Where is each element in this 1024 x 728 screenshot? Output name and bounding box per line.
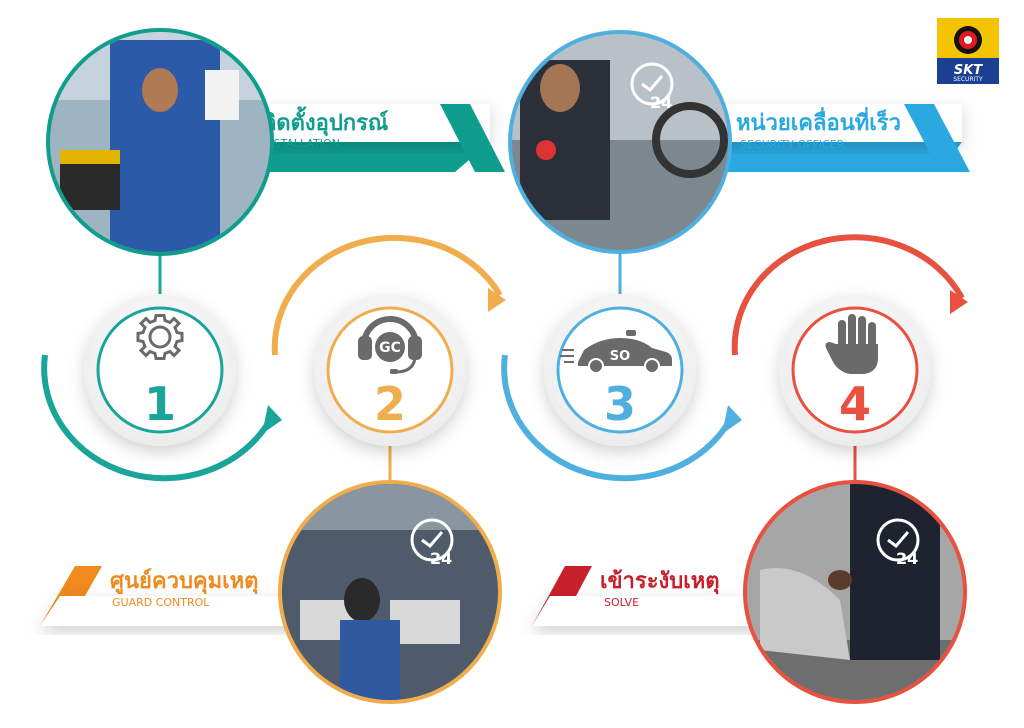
- step-1: 1: [84, 294, 236, 446]
- flow-arc-1: [41, 354, 273, 482]
- flow-arc-3: [501, 354, 733, 482]
- clock-24-icon: 24: [630, 62, 674, 112]
- security-officer-title: หน่วยเคลื่อนที่เร็ว: [736, 106, 901, 136]
- patrol-car-icon: SO: [560, 330, 672, 374]
- banner-installation: ติดตั้งอุปกรณ์ INSTALLATION: [255, 104, 505, 172]
- solve-photo: 24: [743, 480, 967, 704]
- clock-24-icon: 24: [876, 518, 920, 568]
- headset-text: GC: [379, 340, 401, 356]
- arrowhead-2: [488, 288, 506, 312]
- step-number-1: 1: [144, 377, 176, 431]
- solve-subtitle: SOLVE: [604, 596, 639, 609]
- banner-guard-control: ศูนย์ควบคุมเหตุ GUARD CONTROL: [40, 566, 300, 626]
- arrowhead-1: [262, 405, 282, 434]
- headset-gc-icon: GC: [358, 316, 422, 374]
- installation-photo: [46, 28, 274, 256]
- car-text: SO: [610, 349, 630, 364]
- clock-24-icon: 24: [410, 518, 454, 568]
- clock-badge-text: 24: [896, 549, 918, 568]
- clock-badge-text: 24: [430, 549, 452, 568]
- flow-arc-2: [271, 234, 503, 356]
- step-3: SO 3: [544, 294, 696, 446]
- arrowhead-4: [950, 290, 968, 314]
- installation-title: ติดตั้งอุปกรณ์: [262, 106, 388, 137]
- step-number-2: 2: [374, 377, 406, 431]
- guard-control-subtitle: GUARD CONTROL: [112, 596, 210, 609]
- step-number-4: 4: [839, 377, 871, 431]
- installation-subtitle: INSTALLATION: [262, 137, 340, 150]
- guard-control-photo: 24: [278, 480, 502, 704]
- step-2: GC 2: [314, 294, 466, 446]
- arrowhead-3: [722, 405, 742, 434]
- banner-security-officer: หน่วยเคลื่อนที่เร็ว SECURITY OFFICER: [718, 104, 970, 172]
- banner-solve: เข้าระงับเหตุ SOLVE: [532, 566, 760, 626]
- step-number-3: 3: [604, 377, 636, 431]
- step-4: 4: [779, 294, 931, 446]
- stop-hand-icon: [825, 314, 878, 374]
- clock-badge-text: 24: [650, 93, 672, 112]
- gear-icon: [136, 314, 184, 360]
- skt-logo: SKT SECURITY: [937, 18, 999, 84]
- logo-sub: SECURITY: [953, 76, 983, 83]
- guard-control-title: ศูนย์ควบคุมเหตุ: [110, 568, 258, 595]
- logo-name: SKT: [954, 63, 983, 78]
- solve-title: เข้าระงับเหตุ: [600, 569, 720, 595]
- security-officer-photo: 24: [508, 30, 732, 254]
- flow-arc-4: [731, 234, 965, 356]
- security-officer-subtitle: SECURITY OFFICER: [740, 138, 845, 151]
